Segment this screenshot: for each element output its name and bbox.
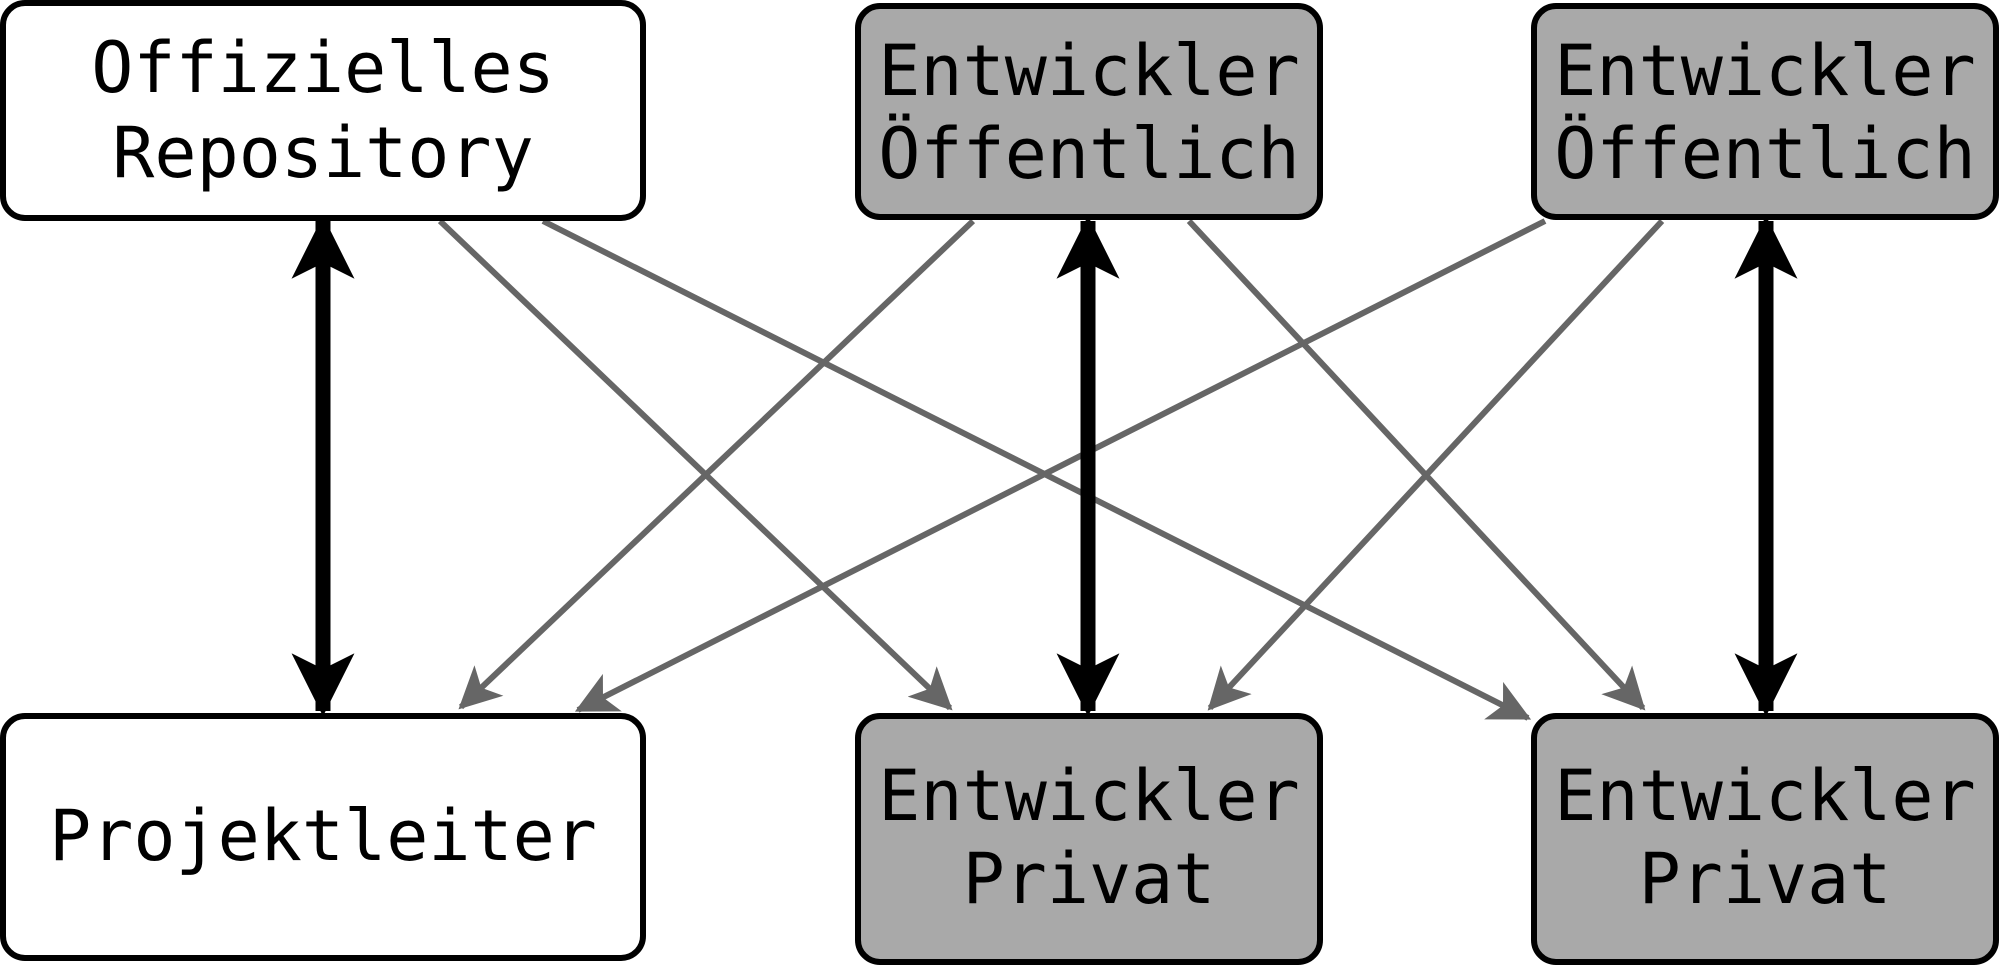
edge-dev1-public-to-lead <box>458 218 976 710</box>
edge-dev2-public-to-dev1-private <box>1207 218 1665 711</box>
node-box <box>0 713 646 961</box>
edge-official-to-dev2-private <box>541 218 1532 721</box>
node-developer-2-private: Entwickler Privat <box>1531 713 1999 965</box>
node-developer-2-public: Entwickler Öffentlich <box>1531 3 1999 220</box>
edge-dev2-public-to-lead <box>574 218 1547 713</box>
node-label-line: Repository <box>112 112 533 194</box>
node-label-line: Entwickler <box>878 30 1299 112</box>
node-label-line: Projektleiter <box>49 795 597 877</box>
node-label-line: Entwickler <box>1554 755 1975 837</box>
node-developer-1-public: Entwickler Öffentlich <box>855 3 1323 220</box>
node-label-line: Öffentlich <box>1554 113 1975 195</box>
edge-official-to-dev1-private <box>437 218 953 711</box>
node-label-line: Entwickler <box>1554 30 1975 112</box>
node-box <box>855 3 1323 220</box>
node-box <box>0 0 646 221</box>
node-box <box>1531 3 1999 220</box>
edge-dev1-public-to-dev2-private <box>1186 218 1646 711</box>
node-label-line: Privat <box>963 838 1216 920</box>
node-box <box>1531 713 1999 965</box>
node-project-lead: Projektleiter <box>0 713 646 961</box>
node-developer-1-private: Entwickler Privat <box>855 713 1323 965</box>
node-label-line: Privat <box>1639 838 1892 920</box>
node-box <box>855 713 1323 965</box>
node-label-line: Öffentlich <box>878 113 1299 195</box>
node-label-line: Entwickler <box>878 755 1299 837</box>
node-official-repository: Offizielles Repository <box>0 0 646 221</box>
edges-layer <box>291 215 1798 721</box>
node-label-line: Offizielles <box>91 27 555 109</box>
